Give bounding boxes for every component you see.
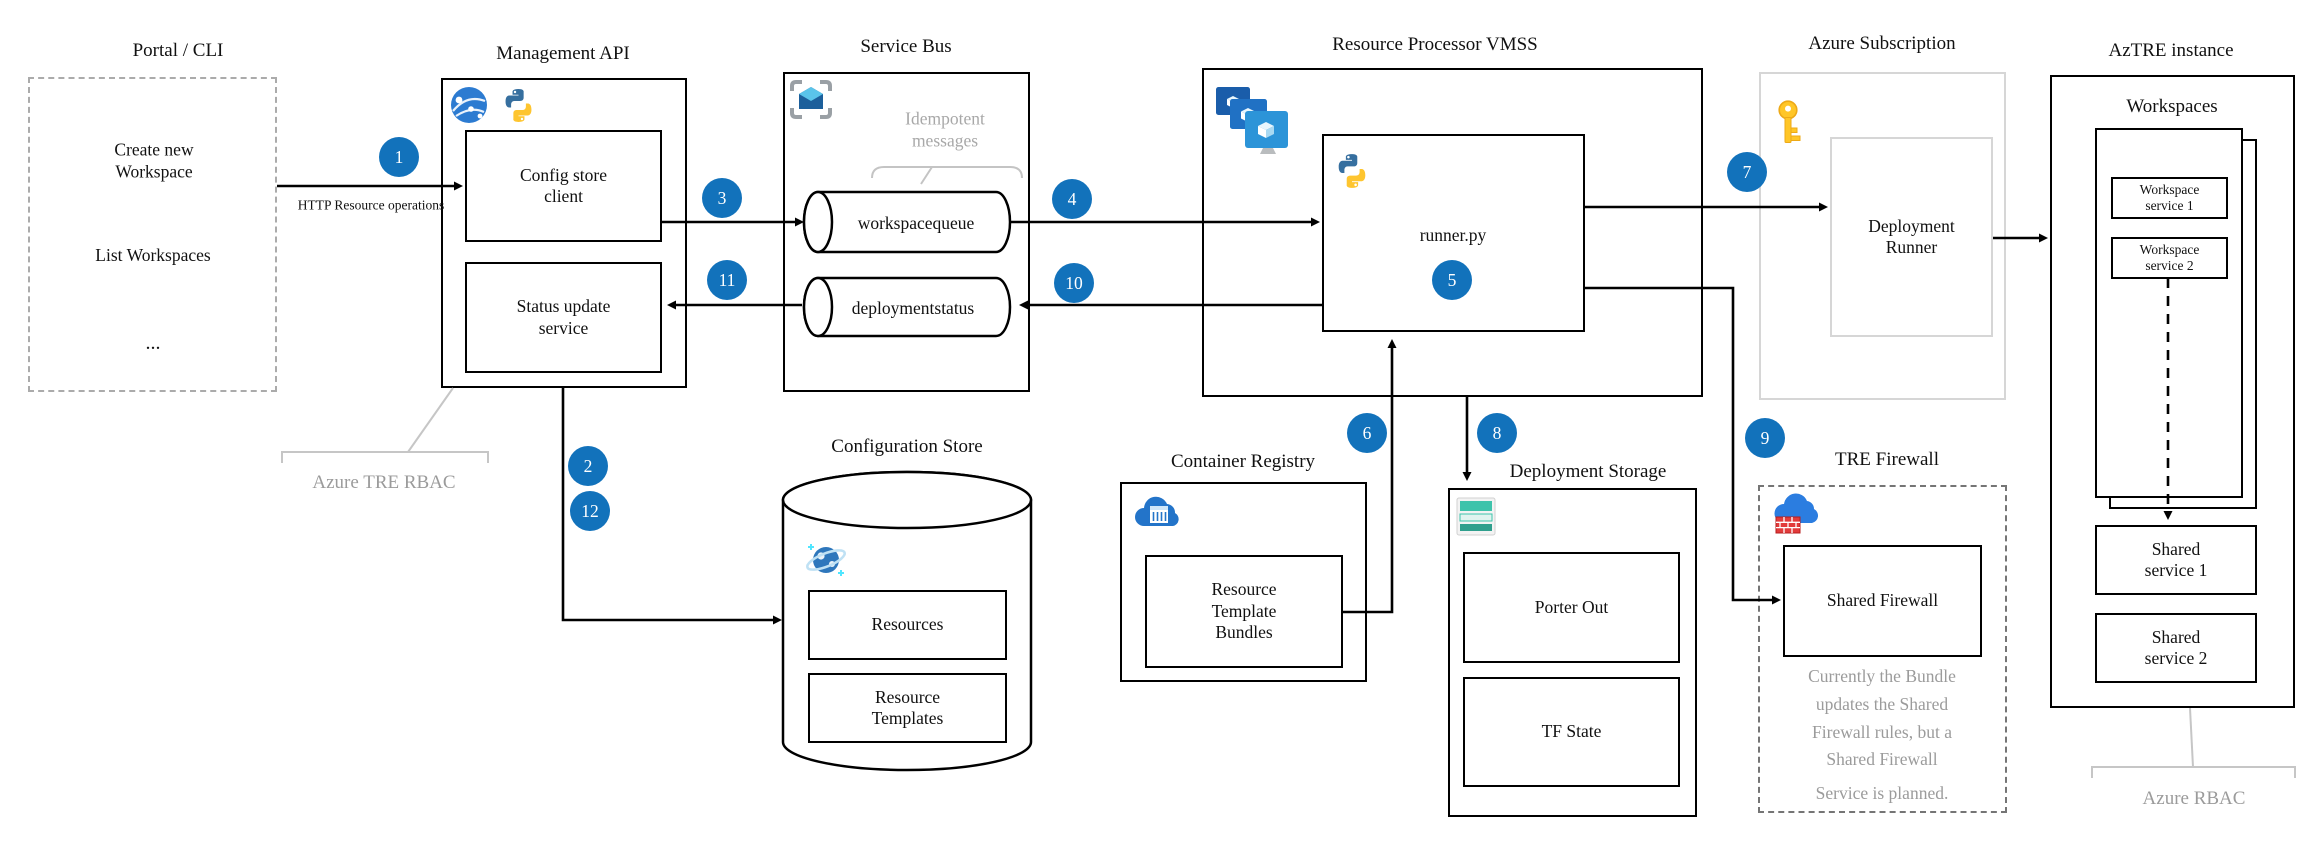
shared-firewall-label: Shared Firewall: [1826, 590, 1939, 611]
arrow-9-to-shared-firewall: [1585, 286, 1781, 605]
resource-templates-box: Resource Templates: [808, 673, 1007, 743]
workspace-service-1-label: Workspace service 1: [2139, 181, 2200, 213]
status-update-service-box: Status update service: [465, 262, 662, 373]
idempotent-brace: [871, 166, 1023, 185]
deployment-storage-title: Deployment Storage: [1509, 460, 1667, 482]
api-globe-icon: [451, 87, 487, 123]
resource-template-bundles-box: Resource Template Bundles: [1145, 555, 1343, 668]
step-4: 4: [1067, 188, 1077, 209]
config-store-client-label: Config store client: [519, 164, 607, 206]
step-badge-4: 4: [1052, 179, 1092, 219]
step-badge-1: 1: [379, 137, 419, 177]
container-registry-title: Container Registry: [1170, 450, 1316, 472]
python-icon: [505, 89, 532, 122]
step-11: 11: [718, 269, 736, 290]
idempotent-messages-label: Idempotent messages: [905, 108, 985, 151]
runner-label: runner.py: [1419, 224, 1487, 245]
step-badge-5: 5: [1432, 260, 1472, 300]
firewall-note-line3: Firewall rules, but a: [1812, 721, 1952, 742]
step-8: 8: [1492, 422, 1502, 443]
resource-template-bundles-label: Resource Template Bundles: [1211, 579, 1277, 643]
python-icon: [1338, 154, 1366, 188]
portal-ellipsis: ...: [145, 332, 161, 355]
tf-state-label: TF State: [1541, 721, 1602, 742]
http-resource-operations-label: HTTP Resource operations: [297, 197, 445, 213]
status-update-service-label: Status update service: [516, 296, 611, 338]
shared-service-1-box: Shared service 1: [2095, 525, 2257, 595]
azure-tre-rbac-bracket: [281, 387, 489, 463]
firewall-note-line1: Currently the Bundle: [1808, 665, 1956, 686]
workspace-service-2-label: Workspace service 2: [2139, 241, 2200, 273]
resource-templates-label: Resource Templates: [871, 686, 944, 728]
porter-out-label: Porter Out: [1534, 596, 1609, 617]
tf-state-box: TF State: [1463, 677, 1680, 787]
step-2: 2: [583, 455, 593, 476]
azure-rbac-label: Azure RBAC: [2142, 787, 2246, 809]
cosmos-db-icon: [805, 544, 847, 576]
resources-box: Resources: [808, 590, 1007, 660]
portal-title: Portal / CLI: [132, 39, 224, 61]
step-1: 1: [394, 146, 404, 167]
workspace-service-1-box: Workspace service 1: [2111, 177, 2228, 219]
workspacequeue-label: workspacequeue: [857, 212, 975, 233]
subscription-key-icon: [1778, 100, 1801, 143]
step-badge-6: 6: [1347, 413, 1387, 453]
step-9: 9: [1760, 427, 1770, 448]
service-bus-icon: [790, 80, 832, 119]
service-bus-title: Service Bus: [860, 35, 952, 57]
deployment-runner-box: Deployment Runner: [1830, 137, 1993, 337]
step-badge-7: 7: [1727, 152, 1767, 192]
step-badge-9: 9: [1745, 418, 1785, 458]
azure-tre-rbac-label: Azure TRE RBAC: [312, 471, 456, 493]
firewall-note-line2: updates the Shared: [1815, 693, 1949, 714]
tre-firewall-box: [1758, 485, 2007, 813]
firewall-note-line4: Shared Firewall: [1826, 748, 1938, 769]
aztre-title: AzTRE instance: [2108, 39, 2234, 61]
step-badge-8: 8: [1477, 413, 1517, 453]
arrow-2-api-to-config-store: [561, 388, 782, 625]
azure-rbac-bracket: [2091, 707, 2296, 778]
step-badge-3: 3: [702, 178, 742, 218]
step-12: 12: [581, 500, 599, 521]
shared-service-1-label: Shared service 1: [2144, 538, 2208, 580]
step-badge-10: 10: [1054, 263, 1094, 303]
azure-subscription-title: Azure Subscription: [1808, 32, 1956, 54]
tre-firewall-title: TRE Firewall: [1835, 448, 1939, 470]
firewall-note-line5: Service is planned.: [1815, 782, 1949, 803]
step-badge-11: 11: [707, 260, 747, 300]
workspace-service-2-box: Workspace service 2: [2111, 237, 2228, 279]
deployment-runner-label: Deployment Runner: [1868, 215, 1955, 257]
resources-label: Resources: [871, 614, 944, 635]
config-store-client-box: Config store client: [465, 130, 662, 242]
workspacequeue-cylinder: [802, 190, 1012, 254]
step-7: 7: [1742, 161, 1752, 182]
step-10: 10: [1065, 272, 1083, 293]
step-5: 5: [1447, 269, 1457, 290]
step-badge-2: 2: [568, 446, 608, 486]
portal-create-workspace: Create new Workspace: [114, 139, 194, 182]
storage-account-icon: [1456, 497, 1496, 536]
management-api-title: Management API: [496, 42, 630, 64]
step-3: 3: [717, 187, 727, 208]
porter-out-box: Porter Out: [1463, 552, 1680, 663]
deploymentstatus-cylinder: [802, 276, 1012, 338]
deploymentstatus-label: deploymentstatus: [851, 297, 975, 318]
step-6: 6: [1362, 422, 1372, 443]
container-registry-icon: [1135, 496, 1179, 526]
firewall-cloud-icon: [1774, 493, 1819, 534]
shared-firewall-box: Shared Firewall: [1783, 545, 1982, 657]
shared-service-2-box: Shared service 2: [2095, 613, 2257, 683]
vmss-icon: [1216, 87, 1288, 154]
configuration-store-title: Configuration Store: [831, 435, 983, 457]
step-badge-12: 12: [570, 491, 610, 531]
portal-list-workspaces: List Workspaces: [95, 244, 211, 265]
shared-service-2-label: Shared service 2: [2144, 626, 2208, 668]
workspaces-label: Workspaces: [2126, 95, 2218, 117]
vmss-title: Resource Processor VMSS: [1332, 33, 1538, 55]
portal-cli-box: [28, 77, 277, 392]
arrow-6-bundles-to-runner: [1343, 339, 1397, 614]
flow-arrows: [277, 181, 2048, 625]
